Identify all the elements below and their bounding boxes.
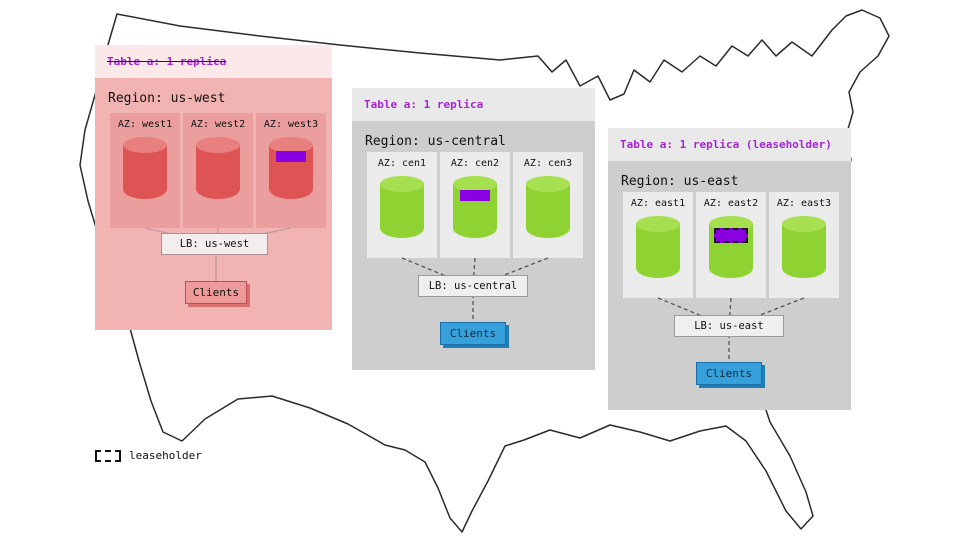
replica-cylinder xyxy=(380,176,424,238)
replica-cylinder xyxy=(709,216,753,278)
az-box-west2: AZ: west2 xyxy=(183,113,253,228)
load-balancer-us-east: LB: us-east xyxy=(674,315,784,337)
az-box-west1: AZ: west1 xyxy=(110,113,180,228)
leaseholder-range-chip xyxy=(714,228,748,243)
az-box-cen2: AZ: cen2 xyxy=(440,152,510,258)
replica-cylinder xyxy=(636,216,680,278)
clients-box-us-east: Clients xyxy=(696,362,762,385)
replica-cylinder xyxy=(196,137,240,199)
table-replica-label: Table a: 1 replica xyxy=(107,55,227,68)
load-balancer-us-central: LB: us-central xyxy=(418,275,528,297)
leaseholder-legend-swatch xyxy=(95,449,121,462)
az-row: AZ: east1 AZ: east2 AZ: east3 xyxy=(623,192,839,298)
table-replica-label: Table a: 1 replica xyxy=(364,98,484,111)
replica-range-chip xyxy=(460,190,490,201)
region-title-us-east: Region: us-east xyxy=(621,174,739,189)
leaseholder-legend-label: leaseholder xyxy=(129,449,202,462)
az-row: AZ: cen1 AZ: cen2 AZ: cen3 xyxy=(367,152,583,258)
az-box-east1: AZ: east1 xyxy=(623,192,693,298)
replica-cylinder xyxy=(269,137,313,199)
replica-cylinder xyxy=(123,137,167,199)
az-box-east3: AZ: east3 xyxy=(769,192,839,298)
clients-box-us-central: Clients xyxy=(440,322,506,345)
replica-range-chip xyxy=(276,151,306,162)
load-balancer-us-west: LB: us-west xyxy=(161,233,268,255)
az-box-cen3: AZ: cen3 xyxy=(513,152,583,258)
replica-cylinder xyxy=(526,176,570,238)
az-box-west3: AZ: west3 xyxy=(256,113,326,228)
region-header-us-east: Table a: 1 replica (leaseholder) xyxy=(608,128,851,161)
region-card-us-east: Table a: 1 replica (leaseholder) Region:… xyxy=(608,128,851,410)
replica-cylinder xyxy=(782,216,826,278)
region-card-us-west: Table a: 1 replica Region: us-west AZ: w… xyxy=(95,45,332,330)
legend: leaseholder xyxy=(95,449,202,462)
region-title-us-central: Region: us-central xyxy=(365,134,506,149)
table-replica-leaseholder-label: Table a: 1 replica (leaseholder) xyxy=(620,138,832,151)
region-card-us-central: Table a: 1 replica Region: us-central AZ… xyxy=(352,88,595,370)
az-row: AZ: west1 AZ: west2 AZ: west3 xyxy=(110,113,326,228)
az-box-cen1: AZ: cen1 xyxy=(367,152,437,258)
replica-cylinder xyxy=(453,176,497,238)
az-box-east2: AZ: east2 xyxy=(696,192,766,298)
clients-box-us-west: Clients xyxy=(185,281,247,304)
region-title-us-west: Region: us-west xyxy=(108,91,226,106)
region-header-us-west: Table a: 1 replica xyxy=(95,45,332,78)
region-header-us-central: Table a: 1 replica xyxy=(352,88,595,121)
